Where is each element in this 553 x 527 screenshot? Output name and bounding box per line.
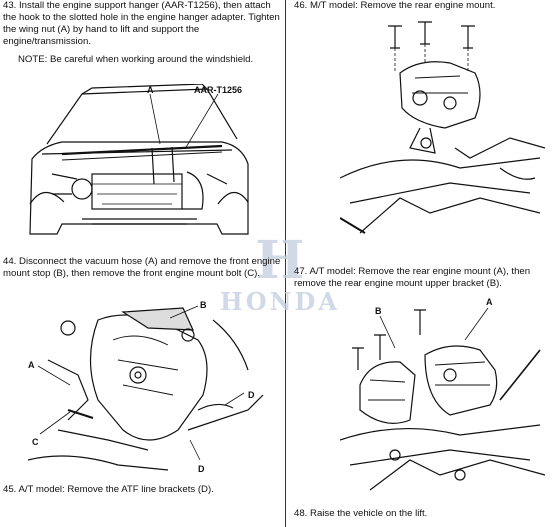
fig43-label-a: A: [147, 85, 154, 95]
fig44-label-a: A: [28, 360, 35, 370]
step-43: 43. Install the engine support hanger (A…: [3, 0, 281, 48]
figure-mt-rear-engine-mount: [340, 18, 552, 243]
step-46: 46. M/T model: Remove the rear engine mo…: [294, 0, 550, 12]
fig44-label-d2: D: [198, 464, 205, 474]
step-48-number: 48.: [294, 508, 308, 519]
fig43-leader-lines: [149, 94, 219, 150]
step-48-text: Raise the vehicle on the lift.: [310, 508, 428, 519]
fig44-leader-lines: [37, 305, 245, 461]
step-47: 47. A/T model: Remove the rear engine mo…: [294, 266, 550, 290]
step-46-number: 46.: [294, 0, 308, 11]
figure-at-rear-engine-mount: [340, 300, 552, 495]
step-46-text: M/T model: Remove the rear engine mount.: [310, 0, 496, 11]
column-divider: [285, 0, 286, 527]
honda-logo-icon: H: [255, 230, 305, 291]
step-47-number: 47.: [294, 266, 308, 277]
fig43-label-tool: AAR-T1256: [194, 85, 243, 95]
step-45-number: 45.: [3, 484, 17, 495]
step-48: 48. Raise the vehicle on the lift.: [294, 508, 550, 520]
fig44-label-b: B: [200, 300, 207, 310]
step-44: 44. Disconnect the vacuum hose (A) and r…: [3, 256, 281, 280]
fig47-leader-lines: [379, 307, 489, 349]
fig44-label-d1: D: [248, 390, 255, 400]
figure-front-engine-mount: [28, 300, 268, 475]
step-44-number: 44.: [3, 256, 17, 267]
step-45-text: A/T model: Remove the ATF line brackets …: [18, 484, 214, 495]
fig44-label-c: C: [32, 437, 39, 447]
step-45: 45. A/T model: Remove the ATF line brack…: [3, 484, 281, 496]
step-44-text: Disconnect the vacuum hose (A) and remov…: [3, 256, 281, 279]
watermark-brand: HONDA: [220, 287, 340, 316]
step-43-note: NOTE: Be careful when working around the…: [18, 54, 254, 65]
fig47-label-a: A: [486, 297, 493, 307]
figure-engine-hanger: [22, 84, 252, 244]
step-43-text: Install the engine support hanger (AAR-T…: [3, 0, 280, 47]
step-47-text: A/T model: Remove the rear engine mount …: [294, 266, 531, 289]
step-43-number: 43.: [3, 0, 17, 11]
fig47-label-b: B: [375, 306, 382, 316]
honda-watermark: H HONDA: [200, 235, 360, 317]
